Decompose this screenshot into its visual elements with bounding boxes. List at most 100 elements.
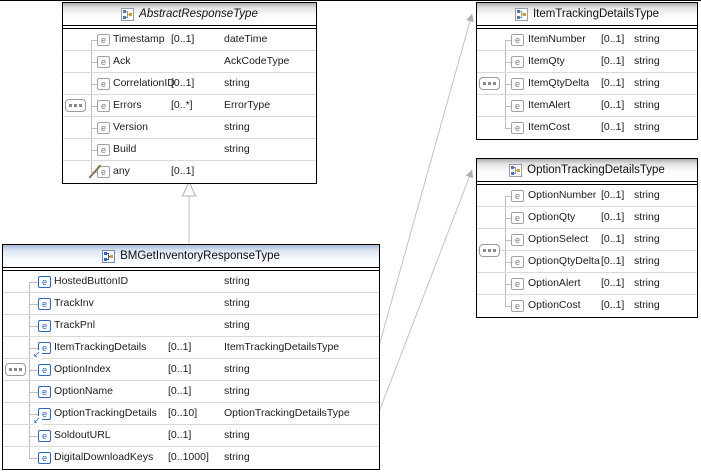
field-name: OptionIndex [54, 363, 111, 375]
field-row[interactable]: e DigitalDownloadKeys [0..1000] string [3, 447, 379, 469]
field-row[interactable]: e ItemQtyDelta [0..1] string [477, 73, 697, 95]
complex-type-icon [121, 7, 135, 21]
field-row[interactable]: e Errors [0..*] ErrorType [63, 95, 316, 117]
field-row[interactable]: e OptionIndex [0..1] string [3, 359, 379, 381]
element-icon: e [511, 78, 524, 90]
field-cardinality: [0..1] [601, 299, 625, 311]
field-cardinality: [0..1] [601, 77, 625, 89]
field-row[interactable]: e ItemAlert [0..1] string [477, 95, 697, 117]
element-icon: e [38, 320, 51, 332]
field-row[interactable]: e OptionNumber [0..1] string [477, 185, 697, 207]
element-icon: e [38, 298, 51, 310]
field-type: string [634, 99, 660, 111]
box-header[interactable]: ItemTrackingDetailsType [477, 3, 697, 26]
field-name: HostedButtonID [54, 275, 129, 287]
field-row[interactable]: e ItemQty [0..1] string [477, 51, 697, 73]
field-name: Build [113, 143, 137, 155]
field-name: OptionQty [528, 211, 576, 223]
field-type: string [224, 363, 250, 375]
field-cardinality: [0..1] [601, 55, 625, 67]
field-name: OptionQtyDelta [528, 255, 600, 267]
header-separator [477, 26, 697, 29]
field-type: string [224, 143, 250, 155]
field-cardinality: [0..1] [601, 211, 625, 223]
any-element-icon: e [97, 166, 110, 178]
field-type: string [634, 77, 660, 89]
sequence-icon [479, 244, 500, 257]
field-cardinality: [0..1] [601, 121, 625, 133]
field-row[interactable]: e HostedButtonID string [3, 271, 379, 293]
field-list: e HostedButtonID string e TrackInv strin… [3, 271, 379, 469]
field-row[interactable]: e Ack AckCodeType [63, 51, 316, 73]
element-icon: e [511, 56, 524, 68]
field-name: ItemCost [528, 121, 571, 133]
field-type: string [224, 121, 250, 133]
field-row[interactable]: e OptionAlert [0..1] string [477, 273, 697, 295]
box-header[interactable]: OptionTrackingDetailsType [477, 159, 697, 182]
sequence-icon [479, 77, 500, 90]
complex-type-icon [514, 7, 528, 21]
header-separator [3, 268, 379, 271]
field-type: string [634, 189, 660, 201]
field-row[interactable]: e OptionName [0..1] string [3, 381, 379, 403]
element-icon: e [97, 34, 110, 46]
field-type: ErrorType [224, 99, 271, 111]
box-header[interactable]: BMGetInventoryResponseType [3, 245, 379, 268]
field-type: string [224, 451, 250, 463]
inheritance-arrow-icon [181, 180, 197, 197]
field-type: string [634, 299, 660, 311]
pane-top-border [0, 0, 701, 1]
field-row[interactable]: e ItemCost [0..1] string [477, 117, 697, 139]
field-row[interactable]: e OptionQty [0..1] string [477, 207, 697, 229]
field-cardinality: [0..10] [168, 407, 198, 419]
field-list: e Timestamp [0..1] dateTime e Ack AckCod… [63, 29, 316, 183]
element-icon: e [511, 234, 524, 246]
field-row[interactable]: e Build string [63, 139, 316, 161]
field-row[interactable]: e CorrelationID [0..1] string [63, 73, 316, 95]
element-icon: e [511, 278, 524, 290]
field-row[interactable]: e TrackPnl string [3, 315, 379, 337]
field-type: string [224, 429, 250, 441]
element-icon: e [97, 100, 110, 112]
field-row[interactable]: e SoldoutURL [0..1] string [3, 425, 379, 447]
field-name: OptionSelect [528, 233, 589, 245]
field-name: Ack [113, 55, 131, 67]
field-row[interactable]: e ItemTrackingDetails [0..1] ItemTrackin… [3, 337, 379, 359]
field-cardinality: [0..1] [168, 429, 192, 441]
field-name: Errors [113, 99, 142, 111]
field-row[interactable]: e OptionCost [0..1] string [477, 295, 697, 317]
field-cardinality: [0..1] [168, 341, 192, 353]
field-row[interactable]: e OptionTrackingDetails [0..10] OptionTr… [3, 403, 379, 425]
field-cardinality: [0..1] [601, 255, 625, 267]
element-icon: e [38, 430, 51, 442]
field-name: any [113, 165, 130, 177]
element-ref-icon: e [33, 408, 51, 425]
field-type: string [224, 385, 250, 397]
field-row[interactable]: e Version string [63, 117, 316, 139]
type-box-abstractresponsetype[interactable]: AbstractResponseType e Timestamp [0..1] … [62, 2, 317, 184]
type-box-bmgetinventoryresponsetype[interactable]: BMGetInventoryResponseType e HostedButto… [2, 244, 380, 470]
field-row[interactable]: e Timestamp [0..1] dateTime [63, 29, 316, 51]
type-box-itemtrackingdetailstype[interactable]: ItemTrackingDetailsType e ItemNumber [0.… [476, 2, 698, 140]
field-row[interactable]: e any [0..1] [63, 161, 316, 183]
field-cardinality: [0..1] [601, 189, 625, 201]
field-row[interactable]: e TrackInv string [3, 293, 379, 315]
element-icon: e [97, 122, 110, 134]
field-name: TrackInv [54, 297, 94, 309]
field-type: string [224, 275, 250, 287]
sequence-icon [5, 363, 26, 376]
field-row[interactable]: e OptionQtyDelta [0..1] string [477, 251, 697, 273]
field-name: TrackPnl [54, 319, 96, 331]
element-icon: e [97, 56, 110, 68]
field-cardinality: [0..1] [171, 77, 195, 89]
field-row[interactable]: e OptionSelect [0..1] string [477, 229, 697, 251]
field-type: dateTime [224, 33, 268, 45]
field-cardinality: [0..1] [601, 277, 625, 289]
field-cardinality: [0..*] [171, 99, 193, 111]
reference-line-itemtracking [378, 13, 474, 347]
type-box-optiontrackingdetailstype[interactable]: OptionTrackingDetailsType e OptionNumber… [476, 158, 698, 318]
field-name: ItemTrackingDetails [54, 341, 147, 353]
box-header[interactable]: AbstractResponseType [63, 3, 316, 26]
field-row[interactable]: e ItemNumber [0..1] string [477, 29, 697, 51]
field-type: string [634, 233, 660, 245]
